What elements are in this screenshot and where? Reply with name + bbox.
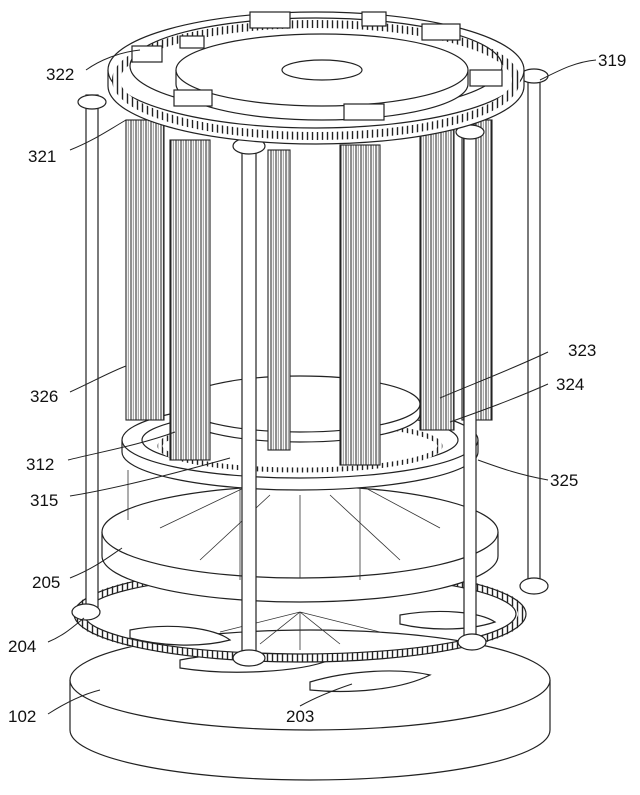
label-203: 203 (286, 707, 314, 726)
base-cylinder (69, 629, 551, 781)
inner-disc (179, 375, 421, 443)
label-323: 323 (568, 341, 596, 360)
label-319: 319 (598, 51, 626, 70)
label-205: 205 (32, 573, 60, 592)
label-326: 326 (30, 387, 58, 406)
label-322: 322 (46, 65, 74, 84)
label-321: 321 (28, 147, 56, 166)
leader-lines (47, 49, 597, 715)
lower-disc (101, 484, 499, 603)
label-325: 325 (550, 471, 578, 490)
label-324: 324 (556, 375, 584, 394)
label-315: 315 (30, 491, 58, 510)
label-102: 102 (8, 707, 36, 726)
label-204: 204 (8, 637, 36, 656)
top-plate (175, 33, 469, 121)
label-312: 312 (26, 455, 54, 474)
reference-labels: 322 319 321 323 324 326 312 325 315 205 … (8, 51, 626, 726)
slat-groups (125, 119, 493, 466)
